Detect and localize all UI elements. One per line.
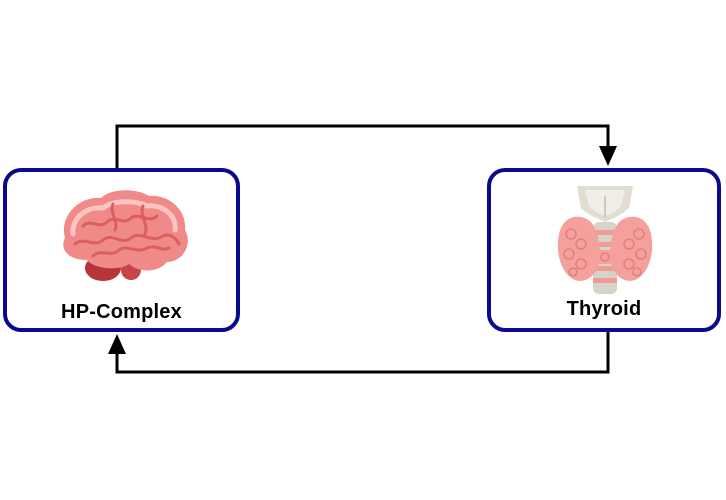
brain-icon (63, 190, 188, 281)
arrow-hp-to-thyroid (115, 124, 610, 168)
hp-complex-node: HP-Complex (3, 168, 240, 332)
hp-complex-label: HP-Complex (61, 301, 182, 323)
arrowhead-into-hp (108, 334, 126, 354)
thyroid-node: Thyroid (487, 168, 721, 332)
thyroid-icon (557, 186, 653, 294)
arrow-thyroid-to-hp (115, 332, 610, 374)
arrowhead-into-thyroid (599, 146, 617, 166)
thyroid-label: Thyroid (566, 298, 642, 320)
